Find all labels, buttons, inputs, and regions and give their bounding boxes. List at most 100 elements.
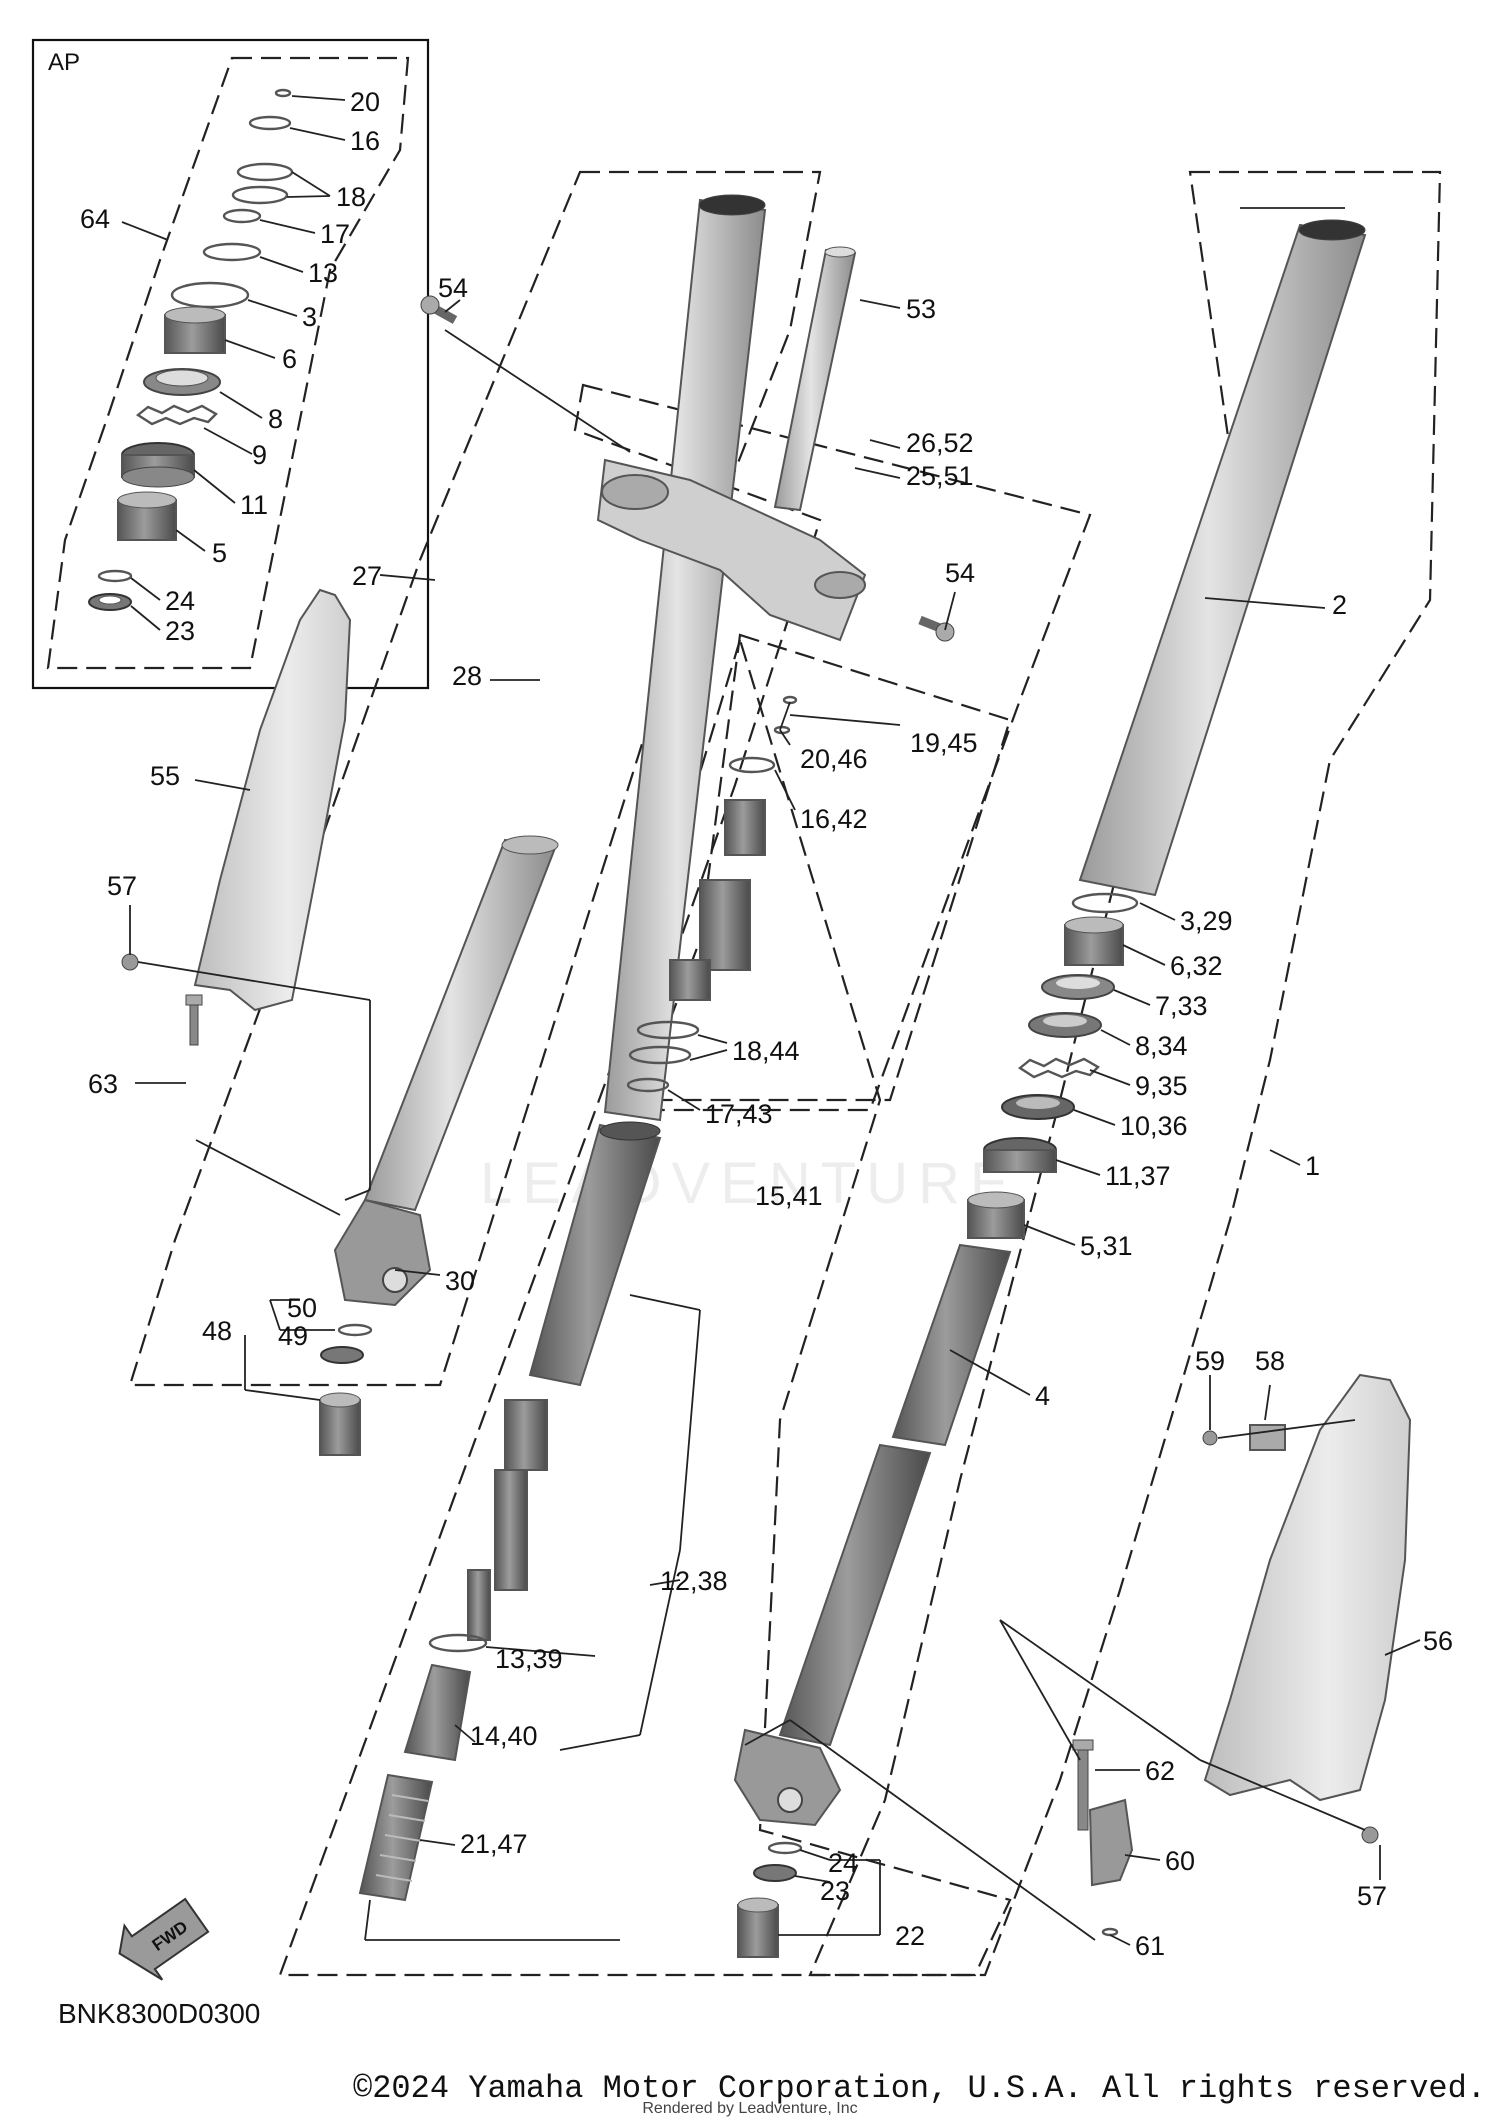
callout-19-45: 19,45 (910, 728, 978, 758)
ap-leader-lines (121, 95, 346, 631)
o-ring-3-29 (1071, 892, 1139, 914)
callout-ap-5: 5 (212, 538, 227, 568)
callout-ap-20: 20 (350, 87, 380, 117)
callout-3-29: 3,29 (1180, 906, 1233, 936)
leader-lines (129, 207, 1421, 1946)
steering-stem-53 (773, 246, 857, 512)
washer-7-33 (1041, 974, 1115, 1000)
callout-55: 55 (150, 761, 180, 791)
bolt-59 (1202, 1430, 1218, 1446)
bushing-6-32 (1064, 916, 1124, 966)
outline-fork-assy-1 (808, 170, 1442, 1977)
outer-tube-right-2 (1078, 219, 1367, 897)
axle-collar-22 (737, 1897, 779, 1958)
callout-54-top: 54 (438, 273, 468, 303)
ap-o-ring-24 (97, 569, 133, 583)
fwd-arrow-icon: FWD (118, 1897, 210, 1981)
ap-clip-9 (135, 404, 218, 426)
diagram-code: BNK8300D0300 (58, 1998, 260, 2029)
bolt-57-right (1361, 1826, 1379, 1844)
callout-23: 23 (820, 1876, 850, 1906)
seal-50 (337, 1323, 373, 1337)
callout-ap-18: 18 (336, 182, 366, 212)
bolt-57-left (121, 953, 139, 971)
callout-17-43: 17,43 (705, 1099, 773, 1129)
callout-21-47: 21,47 (460, 1829, 528, 1859)
callout-53: 53 (906, 294, 936, 324)
callout-4: 4 (1035, 1381, 1050, 1411)
upper-triple-clamp (596, 458, 867, 642)
callout-16-42: 16,42 (800, 804, 868, 834)
callout-13-39: 13,39 (495, 1644, 563, 1674)
ap-box (31, 38, 430, 690)
callout-ap-9: 9 (252, 440, 267, 470)
callout-8-34: 8,34 (1135, 1031, 1188, 1061)
axle-holder-left-30 (333, 1198, 432, 1307)
washer-49 (320, 1346, 364, 1364)
callout-25-51: 25,51 (906, 461, 974, 491)
rings-18-44 (628, 1020, 700, 1065)
axle-collar-48 (319, 1392, 361, 1456)
callout-59: 59 (1195, 1346, 1225, 1376)
callout-28: 28 (452, 661, 482, 691)
callout-63: 63 (88, 1069, 118, 1099)
callout-ap-64: 64 (80, 204, 110, 234)
outline-inner-15-41 (638, 633, 1012, 1102)
ap-rings-18 (231, 162, 294, 205)
callout-6-32: 6,32 (1170, 951, 1223, 981)
callout-61: 61 (1135, 1931, 1165, 1961)
callout-57-right: 57 (1357, 1881, 1387, 1911)
callout-20-46: 20,46 (800, 744, 868, 774)
callout-2: 2 (1332, 590, 1347, 620)
callout-ap-13: 13 (308, 258, 338, 288)
callout-56: 56 (1423, 1626, 1453, 1656)
washer-8-34 (1028, 1012, 1102, 1038)
callout-ap-3: 3 (302, 302, 317, 332)
exploded-parts-diagram: AP 20 16 18 17 13 3 6 8 9 11 5 24 23 64 (31, 38, 1453, 2029)
ap-box-label: AP (48, 49, 80, 76)
bolt-54-right (918, 615, 955, 642)
spring-21-47 (358, 1773, 434, 1902)
callout-57-left: 57 (107, 871, 137, 901)
o-ring-24 (767, 1841, 803, 1855)
callout-9-35: 9,35 (1135, 1071, 1188, 1101)
inner-tube-left (363, 835, 559, 1212)
callout-48: 48 (202, 1316, 232, 1346)
callout-49: 49 (278, 1321, 308, 1351)
ap-oil-seal-11 (121, 442, 195, 488)
callout-14-40: 14,40 (470, 1721, 538, 1751)
outline-damper-12-38 (278, 636, 1012, 1977)
callout-ap-23: 23 (165, 616, 195, 646)
rendered-by-credit: Rendered by Leadventure, Inc (642, 2100, 858, 2117)
callout-7-33: 7,33 (1155, 991, 1208, 1021)
callout-60: 60 (1165, 1846, 1195, 1876)
ap-o-ring-20 (274, 88, 292, 98)
callout-26-52: 26,52 (906, 428, 974, 458)
callout-ap-17: 17 (320, 219, 350, 249)
ap-bushing-5 (117, 491, 177, 541)
callout-30: 30 (445, 1266, 475, 1296)
clip-9-35 (1017, 1057, 1100, 1079)
fork-guard-right-56 (1203, 1373, 1412, 1802)
callout-58: 58 (1255, 1346, 1285, 1376)
callout-62: 62 (1145, 1756, 1175, 1786)
ap-ring-17 (222, 208, 262, 224)
bushing-5-31 (967, 1191, 1025, 1239)
callout-22: 22 (895, 1921, 925, 1951)
bolt-62 (1072, 1739, 1094, 1831)
callout-ap-16: 16 (350, 126, 380, 156)
bolt-54-left (420, 295, 458, 324)
bracket-60 (1088, 1798, 1134, 1887)
cartridge-rod (669, 799, 766, 1001)
inner-tube-right-4 (778, 1243, 1012, 1747)
callout-54-right: 54 (945, 558, 975, 588)
bolt-63 (185, 994, 203, 1046)
ap-ring-13 (202, 242, 262, 262)
callout-ap-24: 24 (165, 586, 195, 616)
damper-tube-12-38 (467, 1121, 662, 1641)
washer-61 (1101, 1927, 1119, 1937)
ap-bushing-6 (164, 306, 226, 354)
callout-50: 50 (287, 1293, 317, 1323)
ap-kit-dashed-outline (46, 56, 410, 670)
ring-17-43 (626, 1077, 670, 1093)
